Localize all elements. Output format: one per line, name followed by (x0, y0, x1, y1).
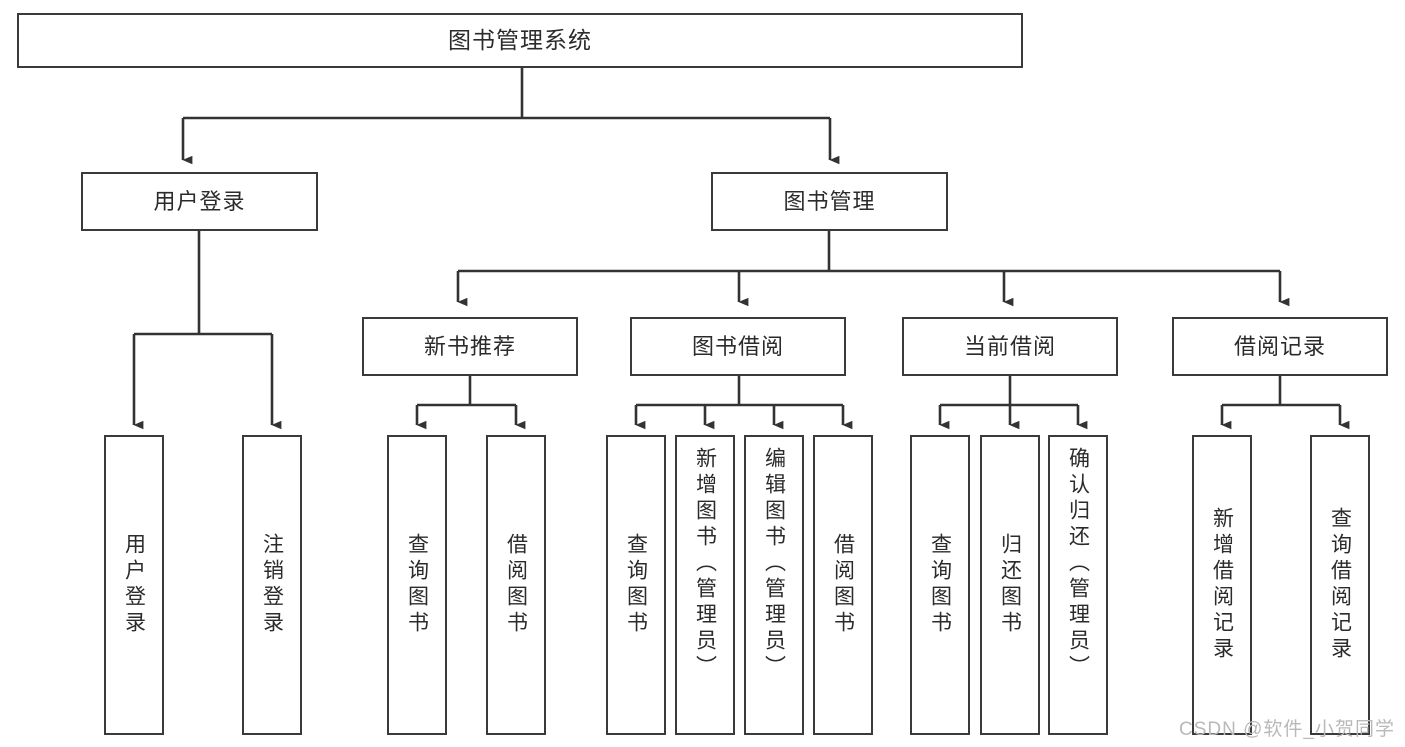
leaf-add-borrow-record[interactable]: 新增借阅记录 (1192, 435, 1252, 735)
leaf-query-book-recommend-label: 查询图书 (405, 533, 429, 637)
node-root-label: 图书管理系统 (448, 27, 592, 54)
node-book-borrow-label: 图书借阅 (691, 333, 784, 359)
leaf-user-logout[interactable]: 注销登录 (242, 435, 302, 735)
leaf-query-book-borrow-label: 查询图书 (624, 533, 648, 637)
node-user-login[interactable]: 用户登录 (81, 172, 318, 231)
node-current-borrow[interactable]: 当前借阅 (902, 317, 1118, 376)
leaf-user-login-label: 用户登录 (122, 533, 146, 637)
leaf-confirm-return-admin[interactable]: 确认归还（管理员） (1048, 435, 1108, 735)
watermark: CSDN @软件_小贺同学 (1179, 719, 1395, 740)
node-book-management-label: 图书管理 (783, 188, 876, 214)
node-current-borrow-label: 当前借阅 (963, 333, 1056, 359)
node-new-book-recommend[interactable]: 新书推荐 (362, 317, 578, 376)
leaf-return-book[interactable]: 归还图书 (980, 435, 1040, 735)
leaf-user-login[interactable]: 用户登录 (104, 435, 164, 735)
leaf-user-logout-label: 注销登录 (260, 533, 284, 637)
leaf-borrow-book[interactable]: 借阅图书 (813, 435, 873, 735)
leaf-borrow-book-recommend[interactable]: 借阅图书 (486, 435, 546, 735)
leaf-query-book-current-label: 查询图书 (928, 533, 952, 637)
leaf-query-book-current[interactable]: 查询图书 (910, 435, 970, 735)
leaf-query-borrow-record-label: 查询借阅记录 (1328, 507, 1352, 663)
leaf-add-book-admin-label: 新增图书（管理员） (693, 447, 717, 681)
leaf-confirm-return-admin-label: 确认归还（管理员） (1066, 447, 1090, 681)
node-root[interactable]: 图书管理系统 (17, 13, 1023, 68)
leaf-return-book-label: 归还图书 (998, 533, 1022, 637)
leaf-query-book-borrow[interactable]: 查询图书 (606, 435, 666, 735)
leaf-edit-book-admin-label: 编辑图书（管理员） (762, 447, 786, 681)
node-borrow-record-label: 借阅记录 (1233, 333, 1326, 359)
leaf-edit-book-admin[interactable]: 编辑图书（管理员） (744, 435, 804, 735)
leaf-borrow-book-label: 借阅图书 (831, 533, 855, 637)
node-book-borrow[interactable]: 图书借阅 (630, 317, 846, 376)
node-borrow-record[interactable]: 借阅记录 (1172, 317, 1388, 376)
leaf-query-book-recommend[interactable]: 查询图书 (387, 435, 447, 735)
node-new-book-recommend-label: 新书推荐 (423, 333, 516, 359)
leaf-add-borrow-record-label: 新增借阅记录 (1210, 507, 1234, 663)
leaf-borrow-book-recommend-label: 借阅图书 (504, 533, 528, 637)
node-user-login-label: 用户登录 (153, 188, 246, 214)
leaf-add-book-admin[interactable]: 新增图书（管理员） (675, 435, 735, 735)
leaf-query-borrow-record[interactable]: 查询借阅记录 (1310, 435, 1370, 735)
node-book-management[interactable]: 图书管理 (711, 172, 948, 231)
